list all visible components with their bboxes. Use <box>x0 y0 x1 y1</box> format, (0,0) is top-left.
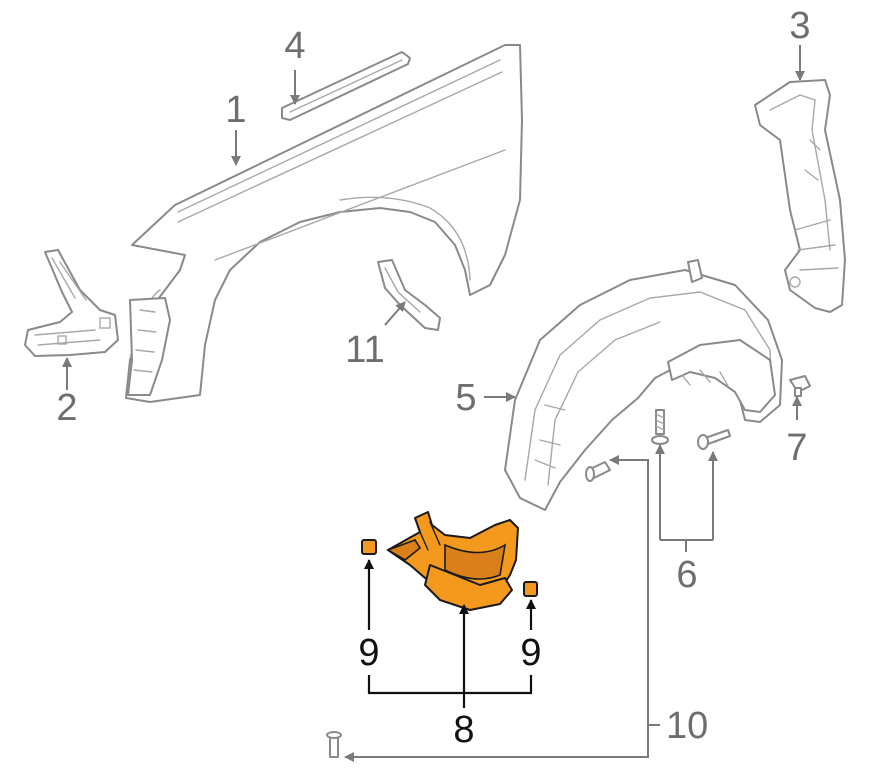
callout-11: 11 <box>345 329 384 371</box>
callout-8: 8 <box>453 709 474 751</box>
nut-9a-icon <box>361 539 377 555</box>
callout-3: 3 <box>789 5 810 47</box>
bracket-part <box>24 249 119 357</box>
leader-lines <box>62 45 805 762</box>
callout-labels: 1 2 3 4 5 6 7 8 9 9 10 11 <box>56 5 810 751</box>
callout-5: 5 <box>455 377 476 419</box>
screw-6b-icon <box>697 429 731 450</box>
callout-9-left: 9 <box>358 632 379 674</box>
callout-10: 10 <box>666 705 708 747</box>
pushpin-10b-icon <box>326 731 342 758</box>
callout-2: 2 <box>56 387 77 429</box>
fender-part <box>125 44 523 403</box>
seal-part <box>377 259 441 331</box>
callout-9-right: 9 <box>520 632 541 674</box>
nut-9b-icon <box>523 581 538 597</box>
wheel-liner-part <box>504 259 783 511</box>
callout-1: 1 <box>225 89 246 131</box>
screw-6a-icon <box>651 409 669 445</box>
callout-7: 7 <box>786 427 807 469</box>
clip-7-icon <box>789 375 811 397</box>
splash-shield-part <box>386 511 519 611</box>
callout-6: 6 <box>676 554 697 596</box>
callout-4: 4 <box>284 25 305 67</box>
pushpin-10a-icon <box>585 461 611 482</box>
molding-part <box>281 51 411 121</box>
panel-part <box>754 79 846 313</box>
